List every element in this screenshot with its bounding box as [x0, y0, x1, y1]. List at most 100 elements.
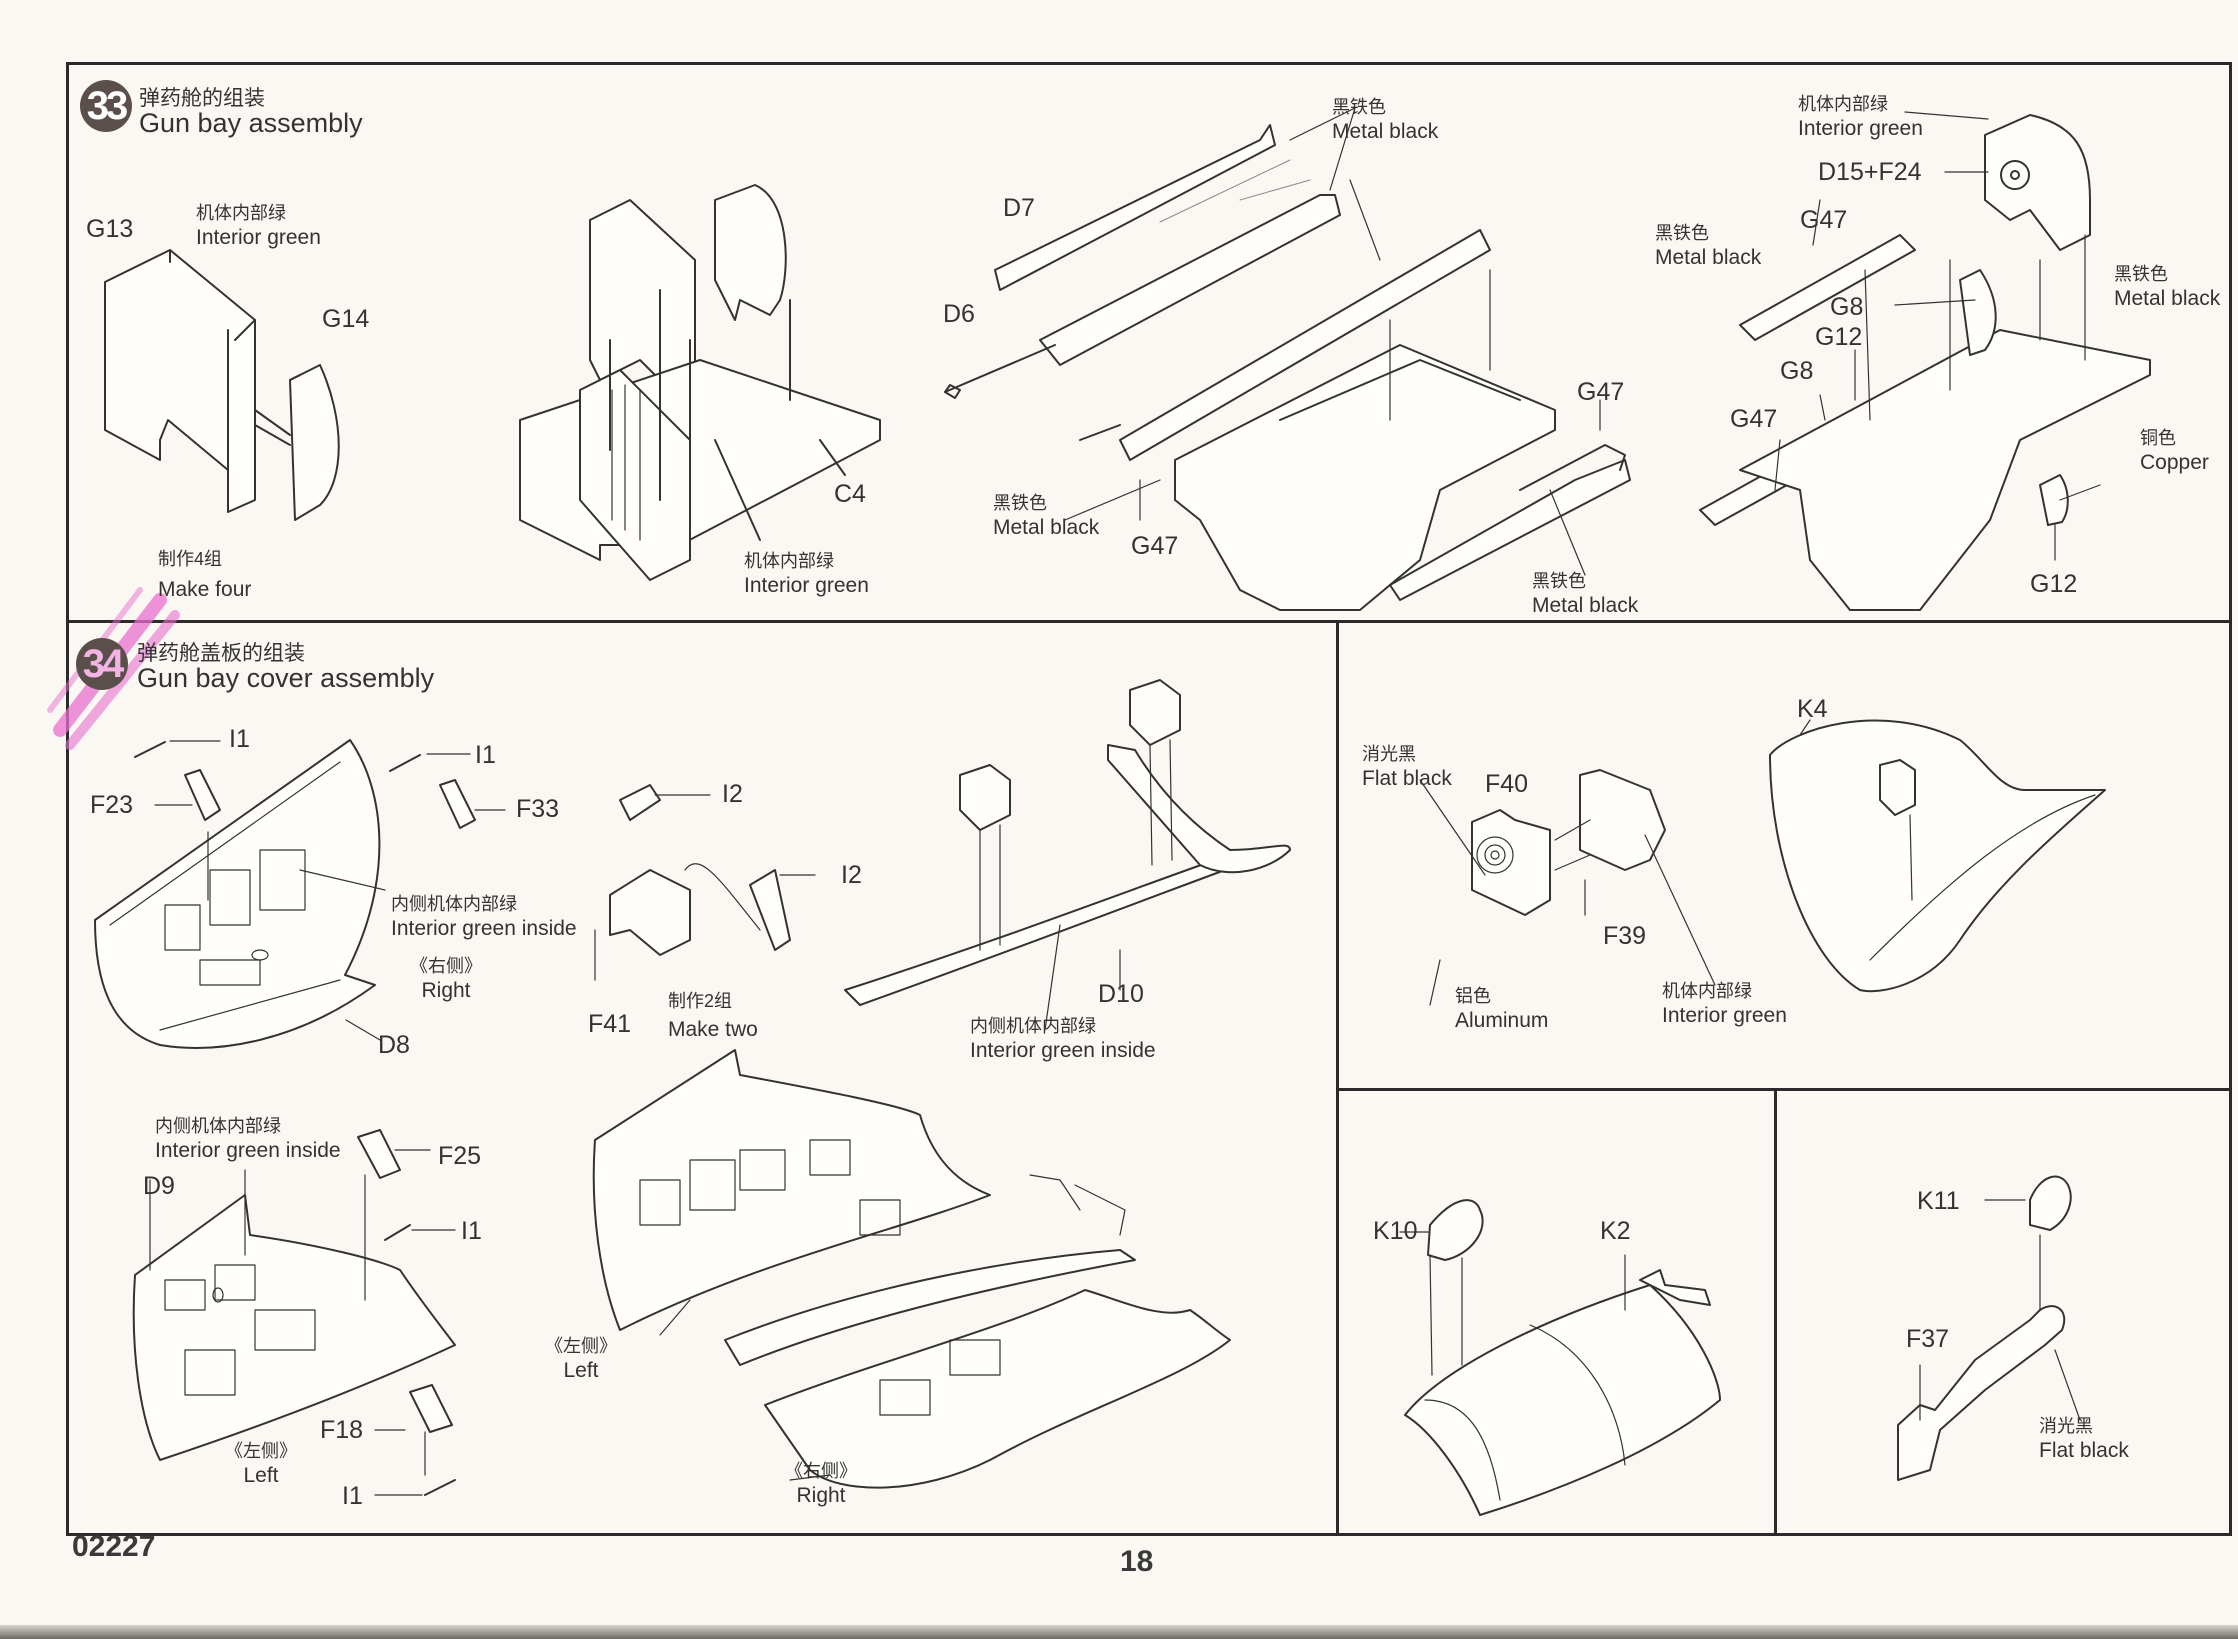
step-title-cn: 弹药舱的组装	[139, 87, 265, 110]
side-label-cn: 《左侧》	[225, 1441, 297, 1461]
part-label-i1: I1	[342, 1482, 363, 1510]
side-label-cn: 《右侧》	[785, 1461, 857, 1481]
instruction-make-four: 制作4组 Make four	[158, 548, 251, 603]
part-label-i2: I2	[841, 861, 862, 889]
part-label-g12: G12	[1815, 323, 1863, 351]
paint-note-en: Metal black	[993, 515, 1100, 539]
part-f40-drawing	[1471, 809, 1551, 916]
page-edge-shadow	[0, 1625, 2238, 1639]
ammo-box-d15-f24-drawing	[1984, 114, 2091, 251]
part-label-f33: F33	[516, 795, 560, 823]
part-label-i1: I1	[475, 741, 496, 769]
instruction-cn: 制作4组	[158, 549, 223, 569]
paint-note-cn: 机体内部绿	[196, 203, 286, 223]
part-k4-drawing	[1769, 719, 2106, 993]
part-label-g8: G8	[1780, 357, 1814, 385]
part-label-k11: K11	[1917, 1187, 1960, 1215]
part-c4-drawing	[519, 184, 881, 581]
part-label-k2: K2	[1600, 1217, 1631, 1245]
part-label-g47: G47	[1577, 378, 1625, 406]
side-label-right: 《右侧》 Right	[785, 1460, 857, 1509]
step-title-en: Gun bay assembly	[139, 108, 363, 138]
paint-note-en: Interior green	[744, 573, 869, 597]
paint-note-cn: 机体内部绿	[744, 551, 834, 571]
paint-note-cn: 机体内部绿	[1798, 94, 1888, 114]
part-f25-drawing	[357, 1129, 401, 1179]
paint-note-cn: 黑铁色	[1532, 571, 1586, 591]
part-f37-drawing	[1897, 1305, 2066, 1481]
paint-note-en: Flat black	[1362, 766, 1452, 790]
paint-note-en: Metal black	[2114, 286, 2221, 310]
part-label-g47: G47	[1730, 405, 1778, 433]
part-f33-drawing	[439, 779, 476, 829]
part-label-g14: G14	[322, 305, 370, 333]
paint-note-metal-black: 黑铁色 Metal black	[1655, 222, 1761, 271]
paint-note-copper: 铜色 Copper	[2140, 427, 2209, 476]
side-label-cn: 《左侧》	[545, 1336, 617, 1356]
paint-note-en: Interior green inside	[970, 1038, 1156, 1062]
paint-note-interior-green: 机体内部绿 Interior green	[1662, 980, 1787, 1029]
part-k2-drawing	[1404, 1269, 1721, 1516]
paint-note-interior-green-inside: 内侧机体内部绿 Interior green inside	[970, 1015, 1156, 1064]
step-title-en: Gun bay cover assembly	[137, 663, 435, 693]
paint-note-en: Flat black	[2039, 1438, 2129, 1462]
paint-note-cn: 内侧机体内部绿	[391, 894, 517, 914]
part-label-g13: G13	[86, 215, 134, 243]
part-d9-drawing	[132, 1194, 456, 1461]
assembled-cover-drawing	[592, 1049, 1231, 1489]
instruction-en: Make four	[158, 577, 252, 601]
part-k11-drawing	[2029, 1175, 2072, 1231]
gun-bay-box-drawing	[1079, 229, 1631, 611]
paint-note-metal-black: 黑铁色 Metal black	[1332, 96, 1438, 145]
paint-note-en: Interior green	[1798, 116, 1923, 140]
part-label-f18: F18	[320, 1416, 364, 1444]
paint-note-flat-black: 消光黑 Flat black	[1362, 743, 1452, 792]
paint-note-en: Interior green inside	[391, 916, 577, 940]
right-gun-assembly-drawing	[1699, 234, 2151, 611]
paint-note-metal-black: 黑铁色 Metal black	[1532, 570, 1638, 619]
kit-code: 02227	[72, 1530, 156, 1563]
paint-note-interior-green-inside: 内侧机体内部绿 Interior green inside	[391, 893, 577, 942]
part-i1-drawing	[134, 741, 166, 758]
part-label-d7: D7	[1003, 194, 1035, 222]
panel-divider-vertical-2	[1774, 1088, 1777, 1534]
paint-note-cn: 内侧机体内部绿	[155, 1116, 281, 1136]
side-label-left: 《左侧》 Left	[225, 1440, 297, 1489]
step-title-cn: 弹药舱盖板的组装	[137, 642, 305, 665]
part-label-f23: F23	[90, 791, 134, 819]
part-label-k10: K10	[1373, 1217, 1418, 1245]
part-label-i1: I1	[461, 1217, 482, 1245]
part-f18-drawing	[409, 1384, 453, 1433]
part-d8-drawing	[94, 739, 381, 1049]
step-number-badge: 34	[76, 638, 128, 690]
panel-divider-horizontal	[1336, 1088, 2232, 1091]
instruction-make-two: 制作2组 Make two	[668, 990, 758, 1043]
side-label-en: Left	[563, 1358, 599, 1382]
part-f41-drawing	[609, 869, 691, 956]
part-label-d15-f24: D15+F24	[1818, 158, 1922, 186]
paint-note-cn: 黑铁色	[2114, 264, 2168, 284]
panel-divider-vertical	[1336, 620, 1339, 1534]
part-g13-drawing	[104, 249, 256, 513]
part-label-g47: G47	[1800, 206, 1848, 234]
paint-note-cn: 消光黑	[1362, 744, 1416, 764]
paint-note-flat-black: 消光黑 Flat black	[2039, 1415, 2129, 1464]
part-i1-drawing	[389, 754, 421, 772]
paint-note-en: Interior green	[196, 225, 321, 249]
paint-note-interior-green-inside: 内侧机体内部绿 Interior green inside	[155, 1115, 341, 1164]
paint-note-cn: 机体内部绿	[1662, 981, 1752, 1001]
paint-note-cn: 黑铁色	[1332, 97, 1386, 117]
paint-note-en: Copper	[2140, 450, 2209, 474]
side-label-en: Right	[796, 1483, 846, 1507]
paint-note-cn: 内侧机体内部绿	[970, 1016, 1096, 1036]
paint-note-cn: 黑铁色	[993, 493, 1047, 513]
part-label-i1: I1	[229, 725, 250, 753]
instruction-frame	[66, 62, 2232, 1536]
instruction-cn: 制作2组	[668, 991, 733, 1011]
part-i1-drawing	[424, 1479, 456, 1496]
paint-note-interior-green: 机体内部绿 Interior green	[196, 202, 321, 251]
paint-note-aluminum: 铝色 Aluminum	[1455, 985, 1548, 1034]
paint-note-en: Interior green	[1662, 1003, 1787, 1027]
part-label-f40: F40	[1485, 770, 1529, 798]
